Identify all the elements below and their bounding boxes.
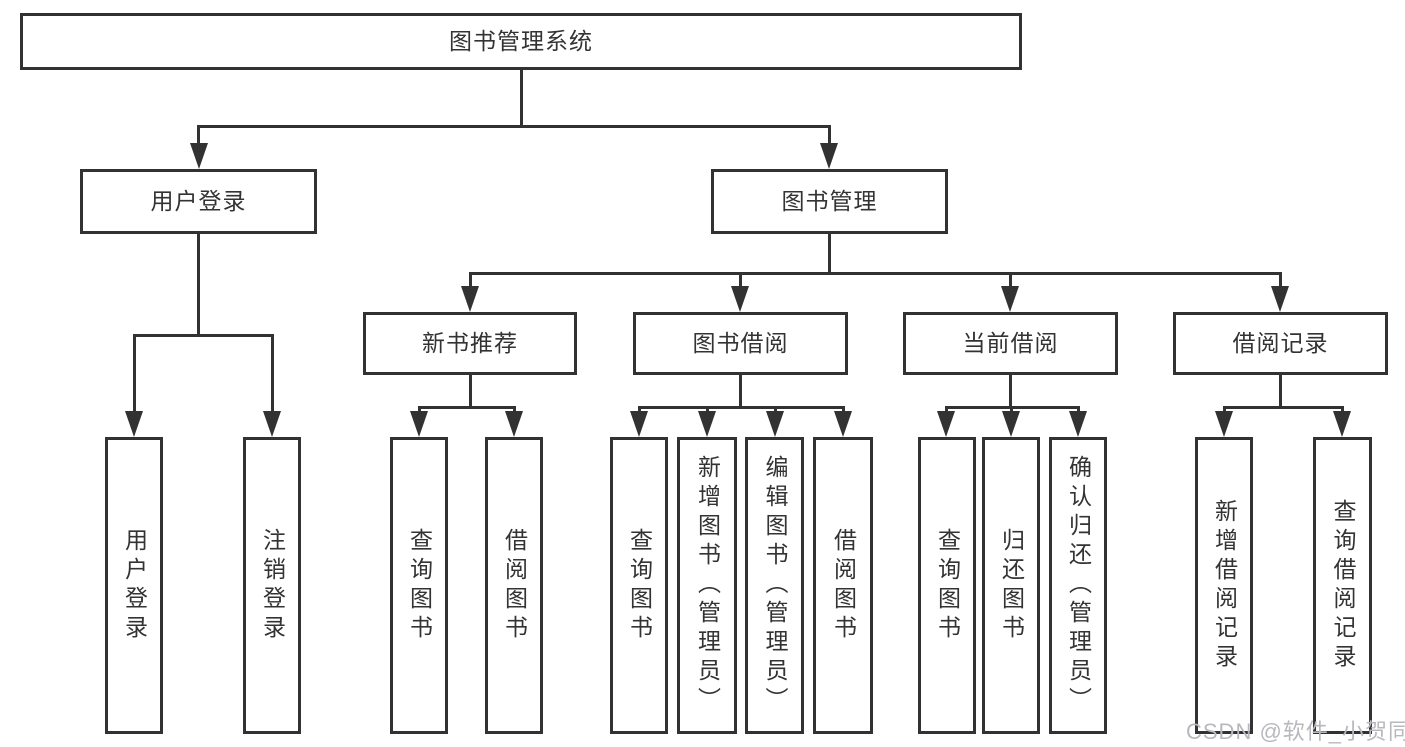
leaf-confirm-return-admin: 确认归还（管理员） — [1049, 437, 1107, 734]
node-borrow-records: 借阅记录 — [1173, 312, 1388, 375]
connector-line — [1279, 375, 1282, 407]
node-label: 新书推荐 — [422, 330, 518, 356]
node-label: 图书借阅 — [692, 330, 789, 356]
leaf-borrow-books: 借阅图书 — [813, 437, 873, 734]
leaf-label: 用户登录 — [121, 527, 148, 644]
connector-line — [1223, 406, 1344, 409]
connector-line — [133, 334, 274, 337]
connector-line — [418, 406, 516, 409]
csdn-watermark: CSDN @软件_小贺同学 — [1186, 719, 1405, 744]
leaf-label: 新增借阅记录 — [1211, 498, 1238, 673]
arrow-down-icon — [1069, 411, 1087, 437]
leaf-label: 借阅图书 — [830, 527, 857, 644]
leaf-label: 借阅图书 — [501, 527, 528, 644]
connector-line — [828, 234, 831, 274]
arrow-down-icon — [1002, 411, 1020, 437]
connector-line — [197, 234, 200, 334]
arrow-down-icon — [263, 411, 281, 437]
connector-line — [520, 70, 523, 127]
leaf-logout: 注销登录 — [243, 437, 301, 734]
arrow-down-icon — [461, 286, 479, 312]
leaf-label: 编辑图书（管理员） — [762, 455, 788, 716]
node-new-book-recommend: 新书推荐 — [363, 312, 577, 375]
arrow-down-icon — [937, 411, 955, 437]
node-book-management: 图书管理 — [711, 169, 948, 234]
connector-line — [469, 375, 472, 407]
leaf-query-books-borrow: 查询图书 — [610, 437, 668, 734]
node-label: 图书管理 — [781, 188, 878, 214]
leaf-label: 新增图书（管理员） — [694, 455, 721, 716]
node-current-borrow: 当前借阅 — [903, 312, 1118, 375]
node-book-borrow: 图书借阅 — [633, 312, 848, 375]
leaf-label: 归还图书 — [998, 527, 1025, 644]
arrow-down-icon — [1333, 411, 1351, 437]
leaf-label: 确认归还（管理员） — [1065, 455, 1092, 716]
connector-line — [828, 125, 831, 149]
node-book-management-system: 图书管理系统 — [20, 13, 1022, 70]
leaf-add-books-admin: 新增图书（管理员） — [677, 437, 737, 734]
arrow-down-icon — [505, 411, 523, 437]
arrow-down-icon — [1271, 286, 1289, 312]
arrow-down-icon — [834, 411, 852, 437]
arrow-down-icon — [1215, 411, 1233, 437]
arrow-down-icon — [820, 143, 838, 169]
leaf-borrow-books-recommend: 借阅图书 — [485, 437, 543, 734]
arrow-down-icon — [698, 411, 716, 437]
connector-line — [1279, 272, 1282, 292]
node-label: 借阅记录 — [1232, 330, 1329, 356]
connector-line — [469, 272, 472, 292]
leaf-user-login: 用户登录 — [105, 437, 163, 734]
arrow-down-icon — [190, 143, 208, 169]
leaf-return-books: 归还图书 — [982, 437, 1040, 734]
arrow-down-icon — [1001, 286, 1019, 312]
connector-line — [469, 272, 1282, 275]
leaf-query-borrow-record: 查询借阅记录 — [1313, 437, 1372, 734]
leaf-label: 查询图书 — [934, 527, 961, 644]
leaf-add-borrow-record: 新增借阅记录 — [1195, 437, 1253, 734]
leaf-label: 查询图书 — [406, 527, 433, 644]
leaf-query-books-recommend: 查询图书 — [390, 437, 448, 734]
connector-line — [739, 375, 742, 407]
arrow-down-icon — [731, 286, 749, 312]
node-label: 用户登录 — [150, 188, 247, 214]
connector-line — [271, 334, 274, 416]
node-label: 图书管理系统 — [449, 28, 593, 54]
leaf-label: 注销登录 — [259, 527, 286, 644]
leaf-edit-books-admin: 编辑图书（管理员） — [745, 437, 804, 734]
leaf-query-books-current: 查询图书 — [918, 437, 976, 734]
connector-line — [739, 272, 742, 292]
connector-line — [133, 334, 136, 416]
arrow-down-icon — [766, 411, 784, 437]
connector-line — [197, 125, 200, 149]
connector-line — [197, 125, 831, 128]
connector-line — [1009, 272, 1012, 292]
node-label: 当前借阅 — [962, 330, 1059, 356]
leaf-label: 查询借阅记录 — [1330, 498, 1356, 673]
arrow-down-icon — [125, 411, 143, 437]
connector-line — [1009, 375, 1012, 407]
arrow-down-icon — [630, 411, 648, 437]
leaf-label: 查询图书 — [626, 527, 653, 644]
arrow-down-icon — [410, 411, 428, 437]
node-user-login: 用户登录 — [80, 169, 317, 234]
connector-line — [638, 406, 845, 409]
